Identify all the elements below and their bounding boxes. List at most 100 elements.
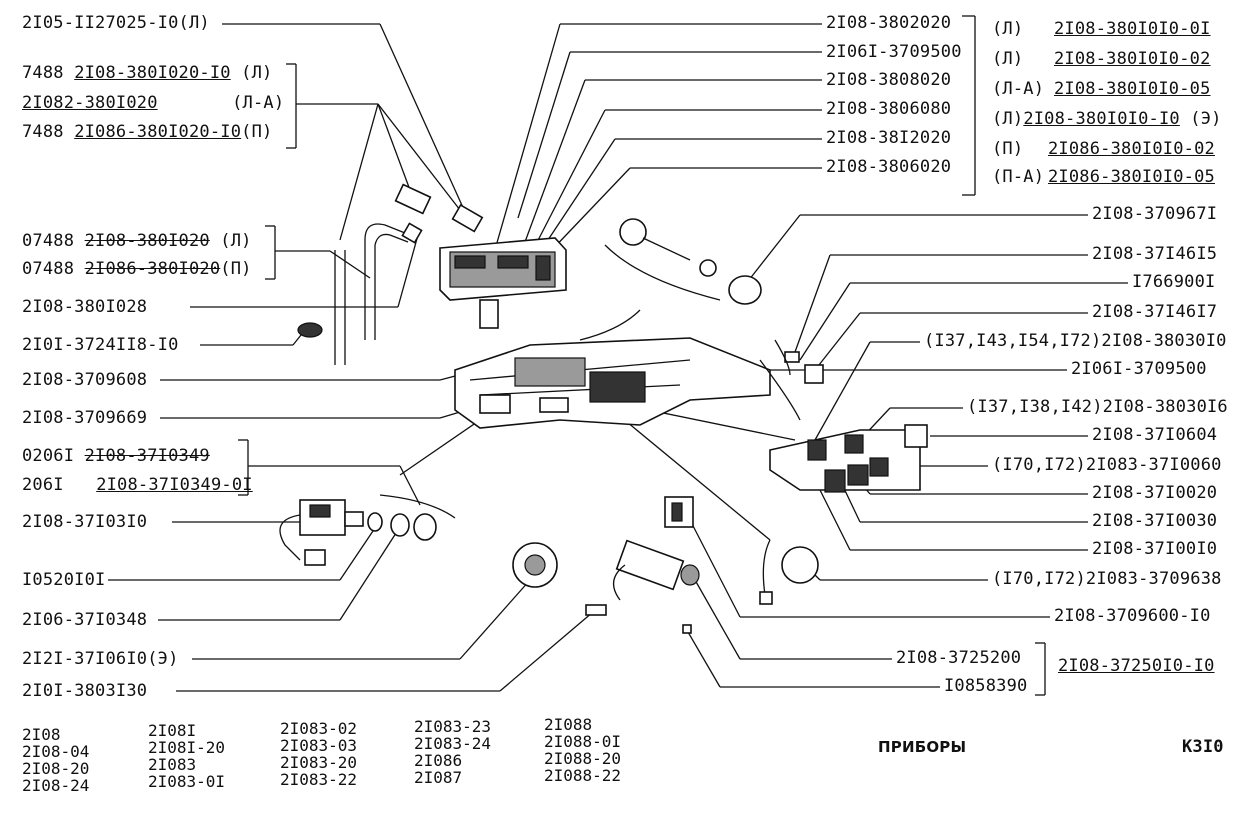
label-right-16: I0858390	[944, 676, 1028, 696]
model-code: 2I083-22	[280, 770, 358, 789]
label-right-1: 2I08-370967I	[1092, 204, 1218, 224]
label-right-9: (I70,I72)2I083-37I0060	[992, 455, 1222, 475]
label-cable-old-row-a: 07488 2I08-380I020 (Л)	[22, 232, 252, 251]
cluster-variant-row: (Л) 2I08-380I0I0-02	[992, 50, 1211, 69]
label-speedo-cable-row-c: 7488 2I086-380I020-I0(П)	[22, 123, 272, 142]
model-list-col-5: 2I088 2I088-0I 2I088-20 2I088-22	[544, 716, 621, 784]
label-right-7: (I37,I38,I42)2I08-38030I6	[967, 397, 1228, 417]
section-title: ПРИБОРЫ	[878, 738, 967, 756]
model-list-col-1: 2I08 2I08-04 2I08-20 2I08-24	[22, 726, 89, 794]
model-code: 2I083-20	[280, 753, 358, 772]
label-right-8: 2I08-37I0604	[1092, 425, 1218, 445]
part-number: 2I08-380I0I0-0I	[1054, 19, 1211, 39]
label-wiring-harness: 2I08-3709608	[22, 370, 148, 390]
model-code: 2I088-0I	[544, 732, 622, 751]
label-right-17: 2I08-37250I0-I0	[1058, 656, 1215, 676]
model-code: 2I088-22	[544, 766, 622, 785]
label-right-10: 2I08-37I0020	[1092, 483, 1218, 503]
cluster-variant-row: (Л) 2I08-380I0I0-0I	[992, 20, 1211, 39]
instrument-cluster	[439, 237, 567, 329]
part-number: 2I08-37I0349-0I	[96, 475, 253, 495]
model-code: 2I083-0I	[148, 772, 226, 791]
label-washer: I0520I0I	[22, 570, 106, 590]
dashboard-panel	[454, 337, 771, 429]
variant-tag: (П)	[220, 259, 252, 279]
label-buzzer: 2I2I-37I06I0(Э)	[22, 649, 179, 669]
catalog-number: 7488	[22, 122, 64, 142]
label-speedo-cable-row-a: 7488 2I08-380I020-I0 (Л)	[22, 64, 272, 83]
catalog-number: 7488	[22, 63, 64, 83]
right-components	[579, 218, 928, 634]
label-top-5: 2I08-38I2020	[826, 128, 952, 148]
label-right-14: 2I08-3709600-I0	[1054, 606, 1211, 626]
label-ashtray-bracket: 2I05-II27025-I0(Л)	[22, 13, 210, 33]
brackets-left	[238, 63, 297, 496]
catalog-number: 206I	[22, 475, 64, 495]
label-switch-nut: 2I06-37I0348	[22, 610, 148, 630]
model-list-col-4: 2I083-23 2I083-24 2I086 2I087	[414, 718, 491, 786]
label-right-2: 2I08-37I46I5	[1092, 244, 1218, 264]
label-harness-bracket: 2I08-3709669	[22, 408, 148, 428]
catalog-number: 0206I	[22, 446, 75, 466]
label-top-6: 2I08-3806020	[826, 157, 952, 177]
label-right-11: 2I08-37I0030	[1092, 511, 1218, 531]
part-number: 2I082-380I020	[22, 93, 158, 113]
left-components	[279, 494, 607, 616]
model-list-col-3: 2I083-02 2I083-03 2I083-20 2I083-22	[280, 720, 357, 788]
model-code: 2I08-24	[22, 776, 90, 795]
variant-tag: (Л)	[992, 49, 1024, 69]
part-number: 2I08-380I0I0-05	[1054, 79, 1211, 99]
model-code: 2I08I-20	[148, 738, 226, 757]
part-number: 2I08-380I0I0-02	[1054, 49, 1211, 69]
label-right-4: 2I08-37I46I7	[1092, 302, 1218, 322]
label-sensor: 2I0I-3803I30	[22, 681, 148, 701]
part-number: 2I08-380I020	[84, 231, 210, 251]
label-cable-tip: 2I08-380I028	[22, 297, 148, 317]
model-code: 2I08-04	[22, 742, 90, 761]
catalog-number: 07488	[22, 259, 75, 279]
model-code: 2I088-20	[544, 749, 622, 768]
model-code: 2I088	[544, 715, 593, 734]
part-number: 2I086-380I020-I0	[74, 122, 242, 142]
leader-lines-top	[491, 15, 976, 261]
model-code: 2I083-03	[280, 736, 358, 755]
label-top-4: 2I08-3806080	[826, 99, 952, 119]
variant-tag: (П)	[241, 122, 273, 142]
label-switch-old-row-a: 0206I 2I08-37I0349	[22, 447, 210, 466]
label-speedo-cable-row-b: 2I082-380I020 (Л-А)	[22, 94, 284, 113]
cluster-variant-row: (П-А)2I086-380I0I0-05	[992, 168, 1215, 187]
label-grommet: 2I0I-3724II8-I0	[22, 335, 179, 355]
label-top-1: 2I08-3802020	[826, 13, 952, 33]
label-cable-old-row-b: 07488 2I086-380I020(П)	[22, 260, 252, 279]
cluster-variant-row: (П) 2I086-380I0I0-02	[992, 140, 1215, 159]
model-code: 2I086	[414, 751, 463, 770]
part-number: 2I08-380I0I0-I0	[1023, 109, 1180, 129]
catalog-number: 07488	[22, 231, 75, 251]
part-number: 2I086-380I020	[84, 259, 221, 279]
variant-tag: (Л)	[220, 231, 252, 251]
label-top-3: 2I08-3808020	[826, 70, 952, 90]
model-code: 2I083-02	[280, 719, 358, 738]
cluster-variant-row: (Л)2I08-380I0I0-I0 (Э)	[992, 110, 1222, 129]
label-ignition-switch: 2I08-37I03I0	[22, 512, 148, 532]
variant-tag: (Л-А)	[232, 93, 285, 113]
part-number: 2I08-380I020-I0	[74, 63, 231, 83]
model-code: 2I083	[148, 755, 197, 774]
variant-tag: (Л)	[992, 109, 1024, 129]
label-right-13: (I70,I72)2I083-3709638	[992, 569, 1222, 589]
variant-tag: (Л)	[992, 19, 1024, 39]
model-code: 2I08I	[148, 721, 197, 740]
model-list-col-2: 2I08I 2I08I-20 2I083 2I083-0I	[148, 722, 225, 790]
variant-tag: (Л-А)	[992, 79, 1045, 99]
page-code: К3I0	[1182, 737, 1224, 757]
label-top-2: 2I06I-3709500	[826, 42, 962, 62]
variant-tag: (П)	[992, 139, 1024, 159]
model-code: 2I083-24	[414, 734, 492, 753]
part-number: 2I086-380I0I0-02	[1048, 139, 1215, 159]
label-switch-old-row-b: 206I 2I08-37I0349-0I	[22, 476, 253, 495]
variant-tag: (П-А)	[992, 167, 1045, 187]
label-right-12: 2I08-37I00I0	[1092, 539, 1218, 559]
model-code: 2I083-23	[414, 717, 492, 736]
part-number: 2I086-380I0I0-05	[1048, 167, 1215, 187]
